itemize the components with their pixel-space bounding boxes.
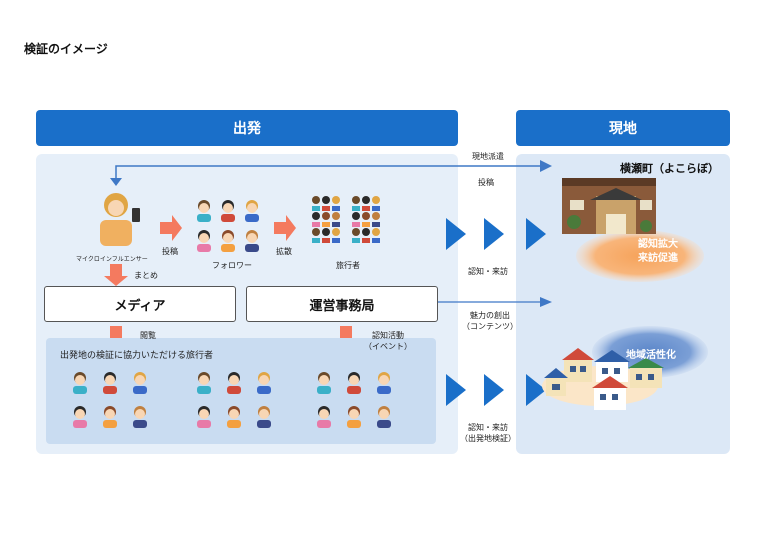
local-town-label: 横瀬町（よこらぼ） — [620, 162, 719, 175]
followers-illustration — [197, 200, 259, 252]
media-box: メディア — [44, 286, 236, 322]
page-title: 検証のイメージ — [24, 42, 108, 56]
awareness-activity-label: 認知活動 （イベント） — [364, 331, 412, 351]
view-label: 閲覧 — [140, 331, 156, 340]
local-dispatch-label: 現地派遣 — [472, 152, 504, 161]
local-header: 現地 — [516, 110, 730, 146]
flow-triangle — [526, 218, 546, 250]
awareness-visit-bubble: 認知拡大 来訪促進 — [638, 239, 678, 264]
followers-label: フォロワー — [212, 261, 252, 270]
cooperating-travelers-illustration — [73, 372, 391, 428]
cooperating-travelers-label: 出発地の検証に協力いただける旅行者 — [60, 351, 214, 361]
summarize-label: まとめ — [134, 271, 158, 280]
flow-triangle — [446, 374, 466, 406]
appeal-arrowhead — [540, 297, 552, 307]
salmon-arrow-down — [104, 264, 128, 286]
travelers-illustration — [312, 196, 380, 243]
awareness-visit-origin-label: 認知・来訪 （出発地検証） — [460, 423, 516, 443]
orange-glow — [576, 230, 704, 282]
regional-vitalization-bubble: 地域活性化 — [626, 350, 676, 361]
salmon-arrow-right — [160, 215, 182, 241]
secretariat-box: 運営事務局 — [246, 286, 438, 322]
post-label: 投稿 — [162, 247, 178, 256]
houses-illustration — [544, 348, 664, 410]
flow-triangle — [484, 218, 504, 250]
dispatch-line — [115, 165, 550, 180]
post2-label: 投稿 — [478, 178, 494, 187]
spread-label: 拡散 — [276, 247, 292, 256]
departure-header: 出発 — [36, 110, 458, 146]
awareness-visit-label: 認知・来訪 — [468, 267, 508, 276]
town-building-illustration — [562, 178, 656, 234]
influencer-label: マイクロインフルエンサー — [76, 256, 148, 263]
flow-triangle — [526, 374, 546, 406]
influencer-illustration — [100, 193, 140, 246]
create-appeal-label: 魅力の創出 （コンテンツ） — [462, 311, 518, 331]
salmon-arrow-right — [274, 215, 296, 241]
travelers-label: 旅行者 — [336, 261, 360, 270]
dispatch-arrowhead-left — [110, 178, 122, 186]
flow-triangle — [446, 218, 466, 250]
dispatch-arrowhead-right — [540, 160, 552, 172]
flow-triangle — [484, 374, 504, 406]
